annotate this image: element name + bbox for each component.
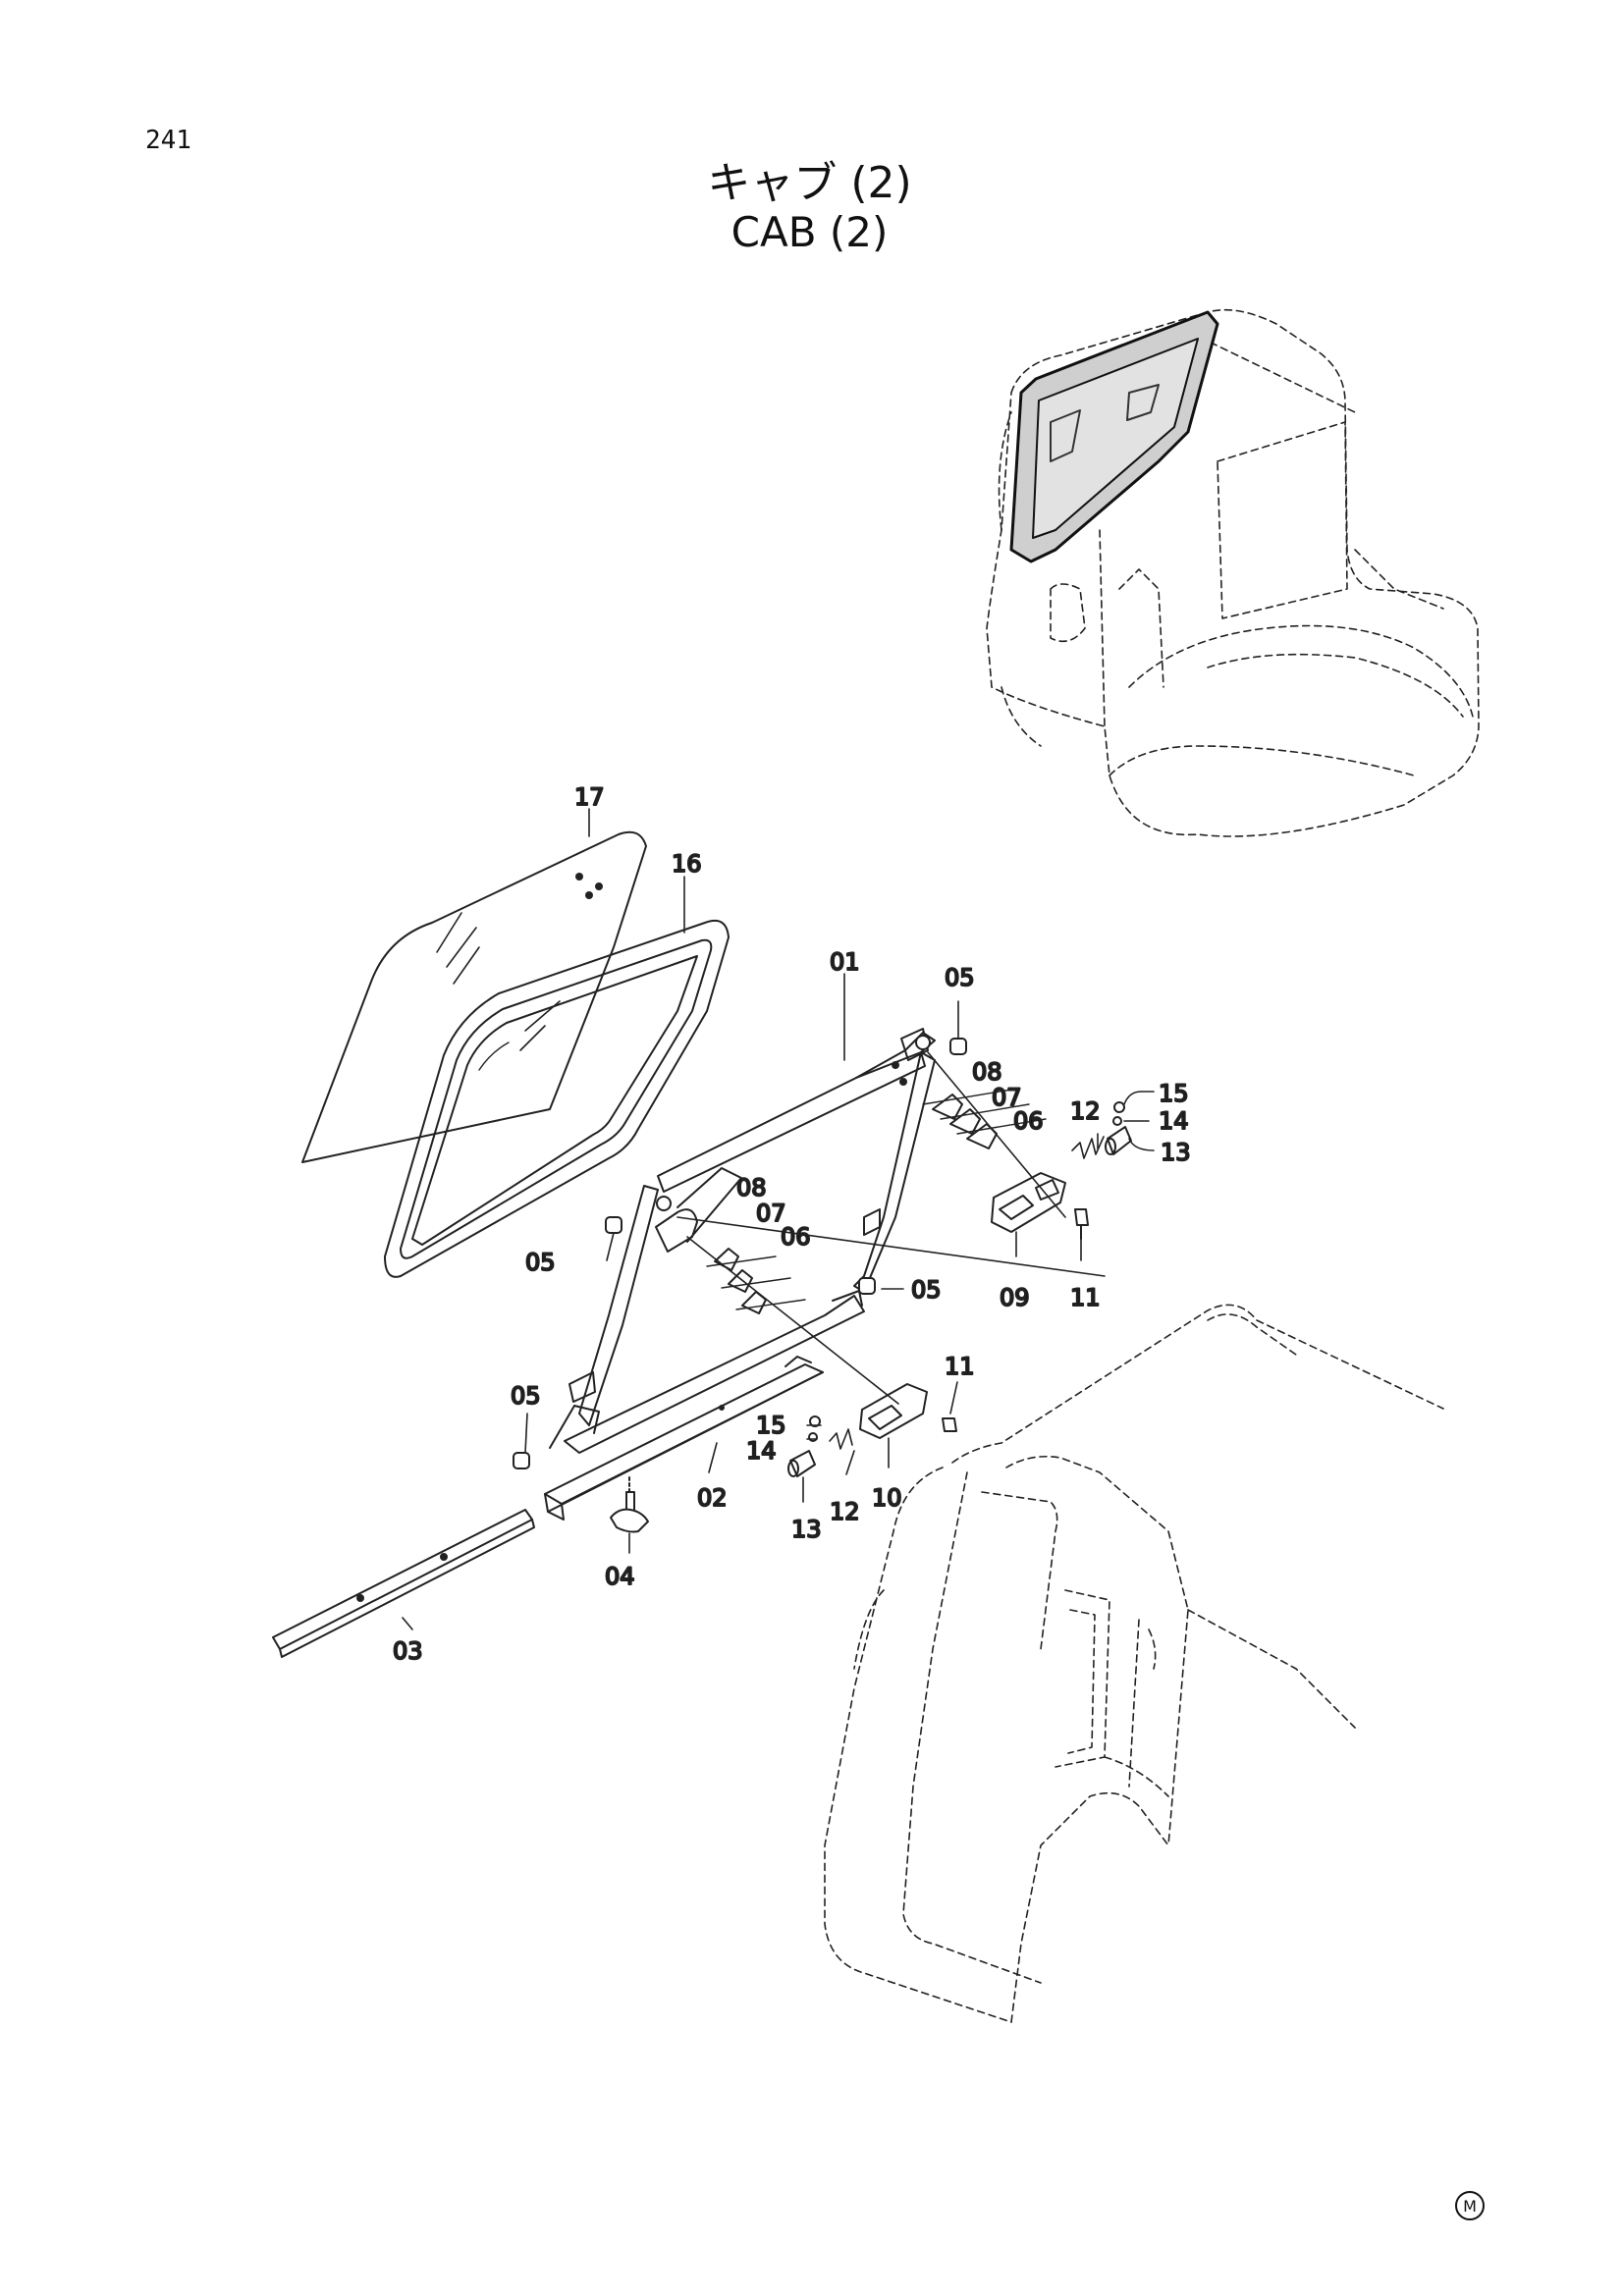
callout-11: 11 (945, 1353, 975, 1380)
callout-13: 13 (791, 1516, 822, 1543)
part-17-glass (301, 830, 647, 1163)
part-08-07-06-clips-lower (706, 1248, 806, 1314)
part-05-nut-right (858, 1277, 876, 1295)
part-12-spring-upper (1071, 1136, 1105, 1159)
callout-08: 08 (972, 1058, 1002, 1086)
callout-15: 15 (756, 1412, 786, 1439)
page-title-japanese: キャブ (2) (707, 158, 912, 208)
callout-09: 09 (1000, 1284, 1030, 1311)
part-13-pin-lower (787, 1450, 816, 1477)
page-title-english: CAB (2) (730, 208, 889, 256)
callout-07: 07 (756, 1200, 786, 1227)
page-number: 241 (145, 126, 191, 155)
part-08-07-06-clips-upper (922, 1089, 1047, 1149)
callout-17: 17 (574, 783, 605, 811)
part-05-nut-left (605, 1216, 622, 1234)
part-05-nut-upper (949, 1038, 967, 1055)
callout-07: 07 (992, 1084, 1022, 1111)
callout-leaders (402, 808, 1155, 1630)
callout-08: 08 (736, 1174, 767, 1201)
callout-05: 05 (945, 964, 975, 991)
callout-06: 06 (781, 1223, 811, 1251)
callout-11: 11 (1070, 1284, 1101, 1311)
part-10-latch-lower (859, 1383, 928, 1439)
callout-labels: 17 16 01 05 08 07 06 12 15 14 13 09 11 0… (392, 782, 1192, 1666)
callout-12: 12 (1070, 1097, 1101, 1125)
callout-04: 04 (605, 1563, 635, 1590)
part-05-nut-lower (513, 1452, 530, 1469)
callout-06: 06 (1013, 1107, 1044, 1135)
revision-marker: M (1455, 2191, 1485, 2220)
part-03-strip (272, 1509, 535, 1658)
callout-01: 01 (830, 948, 860, 976)
callout-12: 12 (830, 1498, 860, 1525)
part-13-pin-upper (1105, 1126, 1132, 1155)
callout-05: 05 (525, 1249, 556, 1276)
part-11-screw-lower (942, 1417, 957, 1432)
callout-02: 02 (697, 1484, 728, 1512)
part-04-screw (610, 1476, 649, 1533)
callout-13: 13 (1161, 1139, 1191, 1166)
part-16-weatherstrip (384, 919, 730, 1278)
callout-16: 16 (672, 850, 702, 878)
cab-body-illustration (824, 1304, 1444, 2023)
callout-05: 05 (911, 1276, 942, 1304)
part-14-15-rings-lower (808, 1415, 821, 1442)
callout-05: 05 (511, 1382, 541, 1410)
callout-15: 15 (1159, 1080, 1189, 1107)
callout-14: 14 (746, 1437, 777, 1465)
cab-overview-window-highlight (1009, 310, 1219, 563)
part-09-latch-upper (991, 1172, 1066, 1233)
part-11-screw-upper (1074, 1208, 1089, 1240)
callout-10: 10 (872, 1484, 902, 1512)
cab-overview-illustration (986, 308, 1480, 837)
part-12-spring-lower (829, 1428, 853, 1450)
callout-03: 03 (393, 1637, 423, 1665)
part-02-guide-rail (544, 1356, 824, 1521)
part-14-15-rings-upper (1112, 1101, 1125, 1126)
callout-14: 14 (1159, 1107, 1189, 1135)
